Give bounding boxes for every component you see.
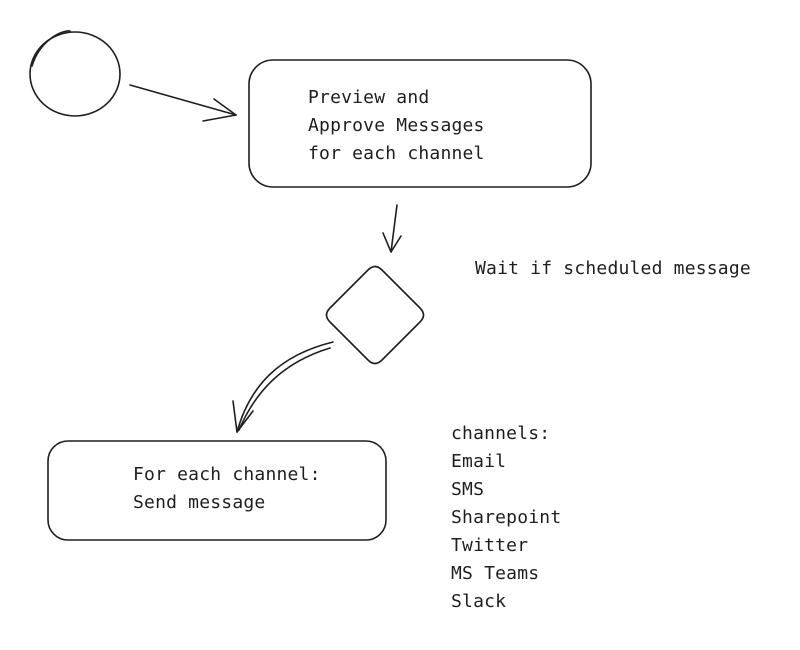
arrow-start-to-preview — [129, 84, 237, 122]
arrow-decision-to-send — [232, 341, 334, 433]
preview-line-3: for each channel — [308, 143, 485, 164]
channel-item: Slack — [451, 591, 507, 612]
start-node — [29, 30, 121, 117]
send-box-text: For each channel: Send message — [133, 461, 321, 517]
send-line-1: For each channel: — [133, 464, 321, 485]
arrow-preview-to-decision — [382, 204, 402, 253]
preview-line-2: Approve Messages — [308, 115, 485, 136]
channels-heading: channels: — [451, 423, 551, 444]
wait-annotation: Wait if scheduled message — [475, 258, 751, 279]
preview-approve-box — [248, 59, 592, 188]
channel-item: Email — [451, 451, 507, 472]
channels-list: channels: Email SMS Sharepoint Twitter M… — [451, 420, 561, 616]
send-line-2: Send message — [133, 492, 266, 513]
channel-item: Twitter — [451, 535, 529, 556]
decision-diamond — [325, 265, 425, 365]
channel-item: MS Teams — [451, 563, 540, 584]
channel-item: Sharepoint — [451, 507, 562, 528]
preview-line-1: Preview and — [308, 87, 430, 108]
send-message-box — [47, 440, 387, 541]
preview-box-text: Preview and Approve Messages for each ch… — [308, 84, 485, 168]
channel-item: SMS — [451, 479, 485, 500]
